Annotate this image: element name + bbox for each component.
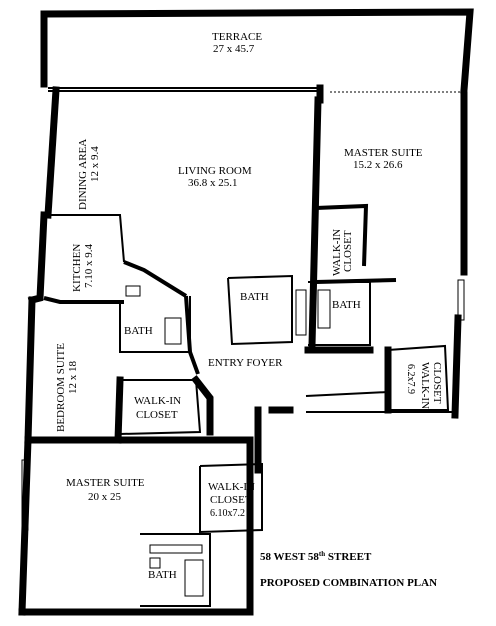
walkin-right-box bbox=[387, 344, 450, 411]
walkin-left-label-1: WALK-IN bbox=[134, 395, 181, 407]
dining-dims: 12 x 9.4 bbox=[89, 146, 101, 182]
living-master-partition bbox=[308, 96, 322, 349]
dining-label: DINING AREA bbox=[77, 139, 89, 210]
left-bedroom-wall bbox=[24, 296, 36, 444]
right-window bbox=[457, 279, 465, 321]
labels: TERRACE 27 x 45.7 DINING AREA 12 x 9.4 L… bbox=[55, 31, 443, 589]
bath-bottom-sink bbox=[149, 557, 161, 569]
walkin-top-label-2: CLOSET bbox=[342, 230, 354, 272]
terrace-label: TERRACE bbox=[212, 31, 262, 43]
kitchen-sink bbox=[125, 285, 141, 297]
walkin-bottom-label-1: WALK-IN bbox=[208, 481, 255, 493]
master-suite-top-label: MASTER SUITE bbox=[344, 147, 423, 159]
right-corridor-lower bbox=[305, 391, 389, 397]
bath-bottom-label: BATH bbox=[148, 569, 177, 581]
bath-center-label: BATH bbox=[240, 291, 269, 303]
bath-center-tub bbox=[295, 289, 307, 336]
walkin-right-label-2: CLOSET bbox=[431, 362, 443, 404]
fixtures bbox=[21, 279, 465, 597]
living-room-label: LIVING ROOM bbox=[178, 165, 252, 177]
kitchen-dims: 7.10 x 9.4 bbox=[83, 244, 95, 289]
master-suite-bottom-label: MASTER SUITE bbox=[66, 477, 145, 489]
kitchen-label: KITCHEN bbox=[71, 244, 83, 292]
bath-right-box bbox=[308, 281, 371, 346]
plan-title: PROPOSED COMBINATION PLAN bbox=[260, 577, 437, 589]
master-suite-bottom-dims: 20 x 25 bbox=[88, 491, 122, 503]
kitchen-lower-wall bbox=[43, 296, 124, 304]
bedroom-right-wall bbox=[114, 376, 124, 444]
walkin-bottom-label-2: CLOSET bbox=[210, 494, 252, 506]
walkin-top-wall bbox=[315, 203, 369, 267]
address-caption: 58 WEST 58th STREET bbox=[260, 550, 372, 563]
walkin-left-box bbox=[119, 379, 202, 435]
bedroom-suite-dims: 12 x 18 bbox=[67, 361, 79, 395]
master-suite-top-dims: 15.2 x 26.6 bbox=[353, 159, 403, 171]
bath-corner-wall bbox=[184, 295, 200, 375]
bath-bottom-vanity bbox=[184, 559, 204, 597]
address-suffix: STREET bbox=[325, 551, 372, 563]
left-master-wall bbox=[18, 436, 32, 616]
living-room-dims: 36.8 x 25.1 bbox=[188, 177, 238, 189]
bath-right-tub bbox=[317, 289, 331, 329]
bath-left-label: BATH bbox=[124, 325, 153, 337]
walkin-bottom-box bbox=[199, 462, 263, 534]
right-exterior-wall-lower bbox=[451, 314, 462, 419]
walkin-right-dims: 6.2x7.9 bbox=[405, 364, 416, 394]
left-kitchen-wall bbox=[27, 211, 48, 305]
bath-right-label: BATH bbox=[332, 299, 361, 311]
walkin-bottom-dims: 6.10x7.2 bbox=[210, 508, 245, 519]
bath-center-box bbox=[227, 274, 293, 346]
bath-bottom-box bbox=[140, 533, 211, 607]
walkin-top-label-1: WALK-IN bbox=[331, 229, 343, 276]
address-prefix: 58 WEST 58 bbox=[260, 551, 319, 563]
left-window bbox=[21, 459, 29, 531]
bedroom-suite-label: BEDROOM SUITE bbox=[55, 343, 67, 432]
kitchen-step-wall bbox=[123, 260, 188, 298]
walkin-right-label: WALK-IN bbox=[419, 362, 431, 409]
bath-left-tub bbox=[164, 317, 182, 345]
entry-foyer-label: ENTRY FOYER bbox=[208, 357, 283, 369]
terrace-outer-wall bbox=[40, 8, 474, 94]
terrace-dims: 27 x 45.7 bbox=[213, 43, 255, 55]
kitchen-right-wall bbox=[48, 214, 125, 263]
bath-bottom-tub bbox=[149, 544, 203, 554]
left-dining-wall bbox=[44, 86, 60, 219]
walls bbox=[18, 8, 474, 616]
walkin-left-label-2: CLOSET bbox=[136, 409, 178, 421]
address-sup: th bbox=[319, 550, 325, 558]
walkin-left-diagonal bbox=[191, 375, 214, 436]
